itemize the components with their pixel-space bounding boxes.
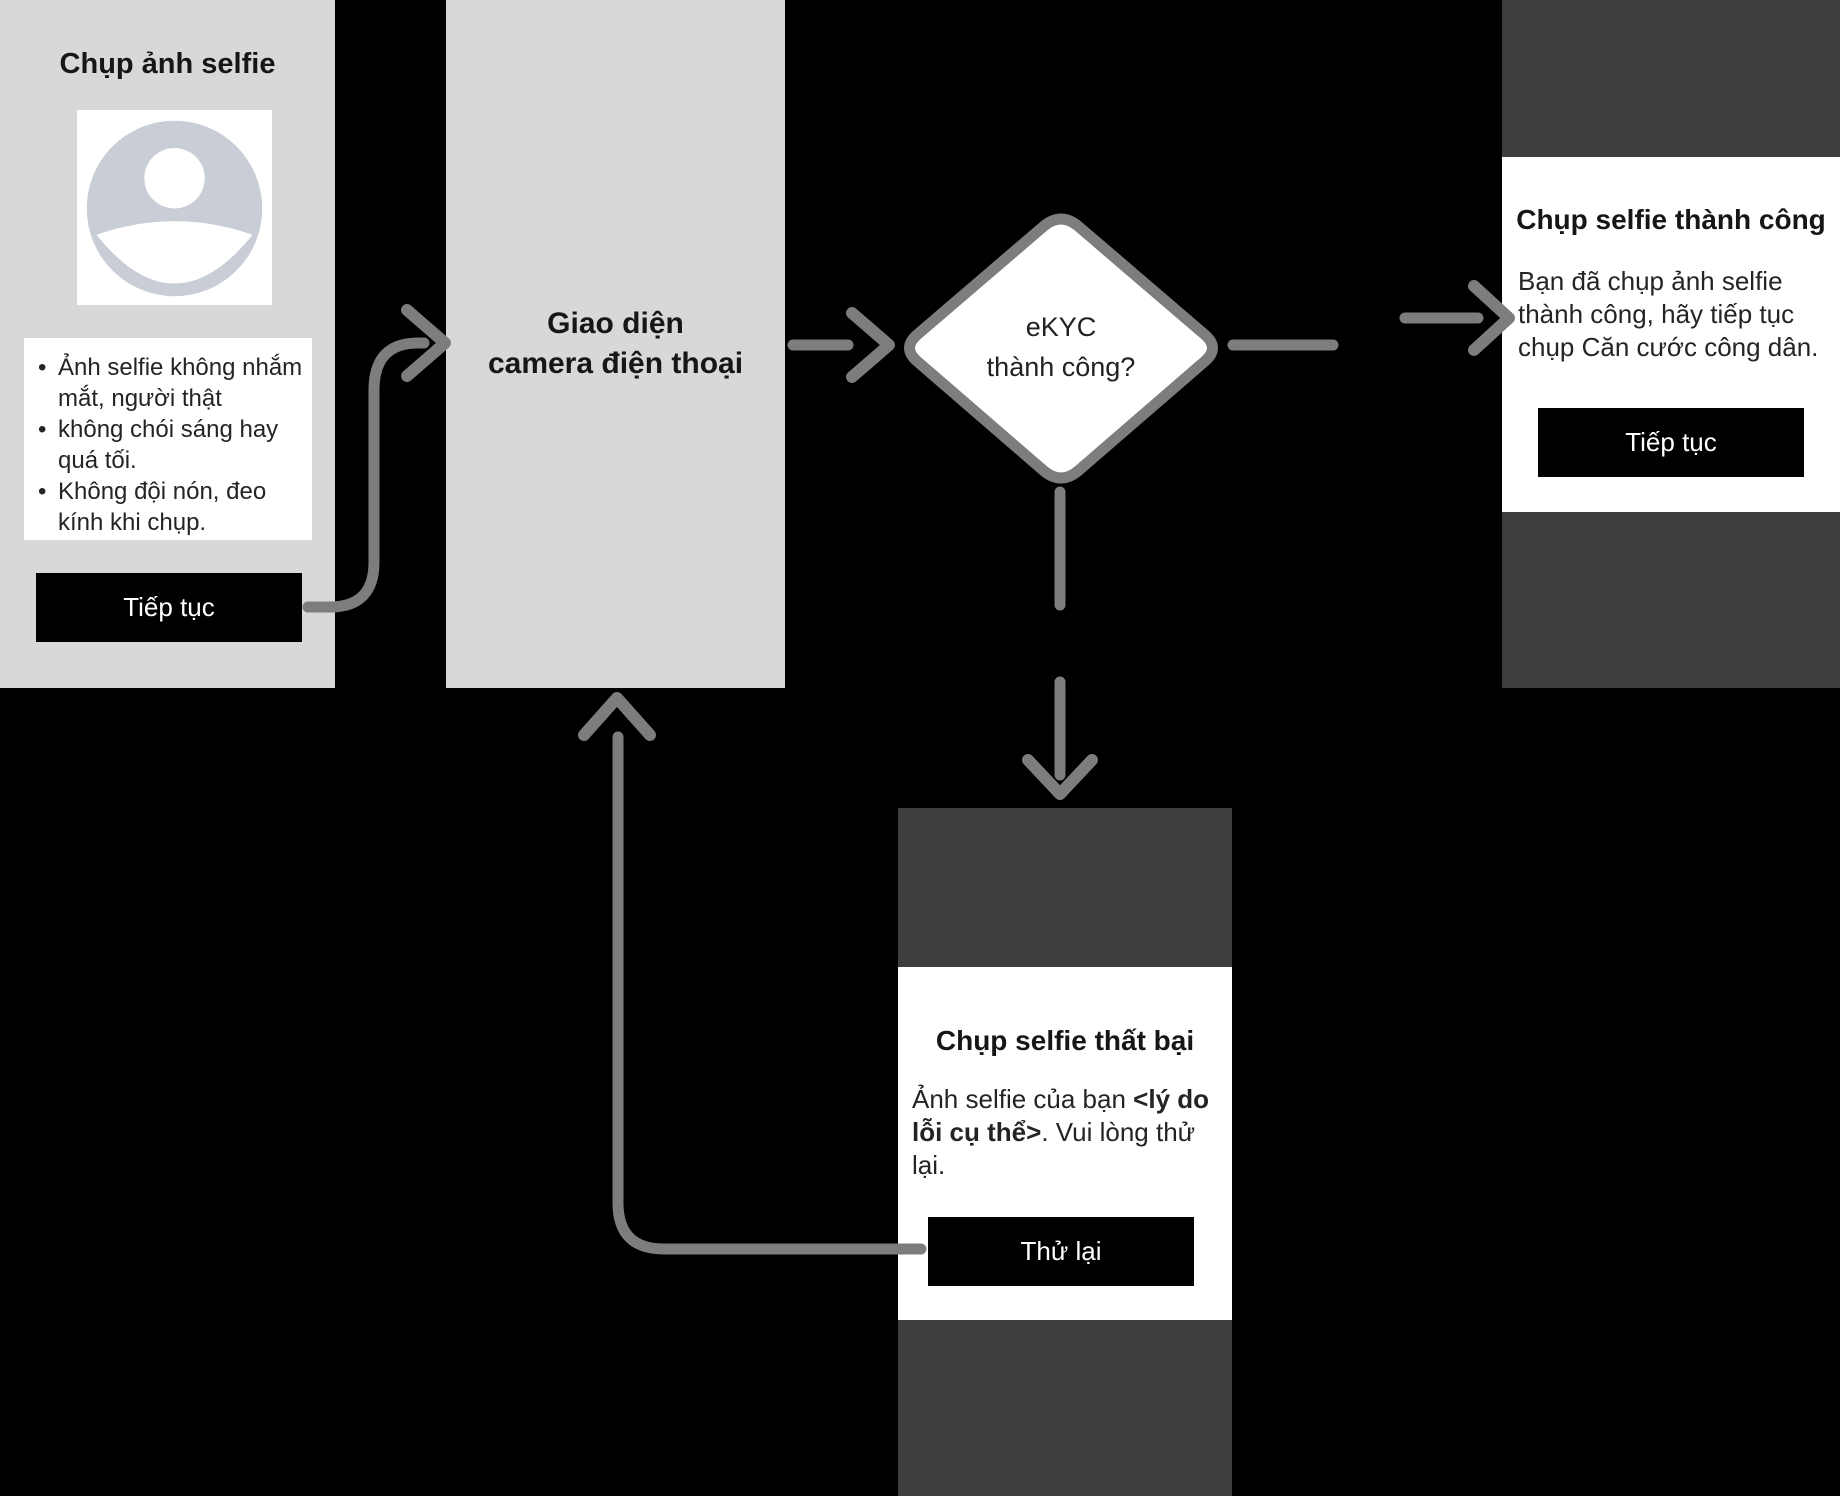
arrowhead-camera-to-decision-icon: [846, 307, 895, 383]
arrowhead-decision-to-failure-icon: [1022, 754, 1098, 800]
failure-body-reason: <lý do lỗi cụ thể>: [912, 1084, 1210, 1147]
success-continue-button[interactable]: Tiếp tục: [1538, 408, 1804, 477]
selfie-failure-screen: Chụp selfie thất bại Ảnh selfie của bạn …: [898, 808, 1232, 1496]
failure-body: Ảnh selfie của bạn <lý do lỗi cụ thể>. V…: [912, 1083, 1218, 1182]
failure-title: Chụp selfie thất bại: [935, 1025, 1195, 1056]
selfie-success-card: Chụp selfie thành công Bạn đã chụp ảnh s…: [1502, 157, 1840, 512]
success-body: Bạn đã chụp ảnh selfie thành công, hãy t…: [1518, 266, 1819, 362]
guideline-item: Ảnh selfie không nhắm mắt, người thật: [38, 352, 304, 414]
arrowhead-retry-to-camera-icon: [578, 692, 656, 741]
avatar-placeholder: [77, 110, 272, 305]
person-avatar-icon: [86, 120, 263, 297]
arrow-retry-to-camera: [612, 731, 927, 1255]
failure-body-prefix: Ảnh selfie của bạn: [912, 1084, 1134, 1114]
selfie-intro-screen: Chụp ảnh selfie Ảnh selfie không nhắm mắ…: [0, 0, 335, 688]
retry-button[interactable]: Thử lại: [928, 1217, 1194, 1286]
selfie-intro-title: Chụp ảnh selfie: [59, 48, 276, 80]
selfie-guidelines-card: Ảnh selfie không nhắm mắt, người thật kh…: [24, 338, 312, 540]
intro-continue-button[interactable]: Tiếp tục: [36, 573, 302, 642]
camera-screen-title: Giao diện camera điện thoại: [487, 307, 744, 380]
camera-screen: Giao diện camera điện thoại: [446, 0, 785, 688]
selfie-guidelines-list: Ảnh selfie không nhắm mắt, người thật kh…: [24, 338, 312, 552]
guideline-item: Không đội nón, đeo kính khi chụp.: [38, 476, 304, 538]
guideline-item: không chói sáng hay quá tối.: [38, 414, 304, 476]
decision-label: eKYC thành công?: [986, 312, 1136, 382]
selfie-failure-card: Chụp selfie thất bại Ảnh selfie của bạn …: [898, 967, 1232, 1320]
selfie-success-screen: Chụp selfie thành công Bạn đã chụp ảnh s…: [1502, 0, 1840, 688]
arrowhead-intro-to-camera-icon: [401, 304, 451, 382]
success-title: Chụp selfie thành công: [1516, 204, 1826, 235]
